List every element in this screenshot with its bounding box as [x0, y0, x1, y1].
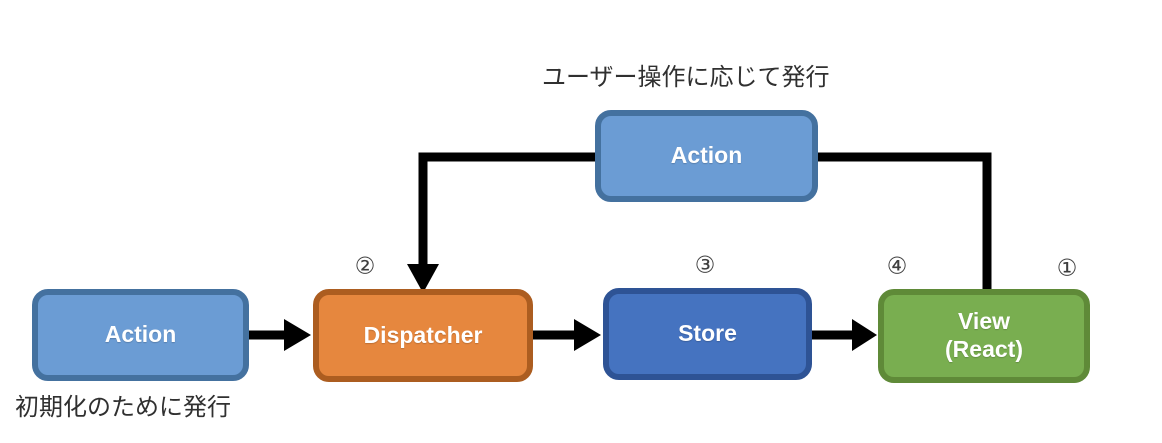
arrowhead-action-to-dispatcher-icon — [284, 319, 311, 351]
step-badge-2: ② — [354, 252, 376, 279]
node-action-init: Action — [32, 289, 249, 381]
node-view-react-label: View (React) — [945, 308, 1023, 362]
node-action-top: Action — [595, 110, 818, 202]
arrowhead-dispatcher-to-store-icon — [574, 319, 601, 351]
node-action-init-label: Action — [104, 321, 177, 348]
step-badge-4: ④ — [886, 252, 908, 279]
arrowhead-store-to-view-icon — [852, 319, 877, 351]
arrowhead-into-dispatcher-icon — [407, 264, 439, 293]
node-dispatcher-label: Dispatcher — [363, 321, 483, 348]
step-badge-3: ③ — [694, 251, 716, 278]
node-action-top-label: Action — [670, 142, 743, 169]
step-badge-1: ① — [1056, 254, 1078, 281]
node-store: Store — [603, 288, 812, 380]
node-view-react: View (React) — [878, 289, 1090, 383]
annotation-initialization: 初期化のために発行 — [15, 394, 231, 421]
node-store-label: Store — [678, 320, 737, 347]
annotation-user-action: ユーザー操作に応じて発行 — [542, 64, 830, 91]
node-dispatcher: Dispatcher — [313, 289, 533, 382]
